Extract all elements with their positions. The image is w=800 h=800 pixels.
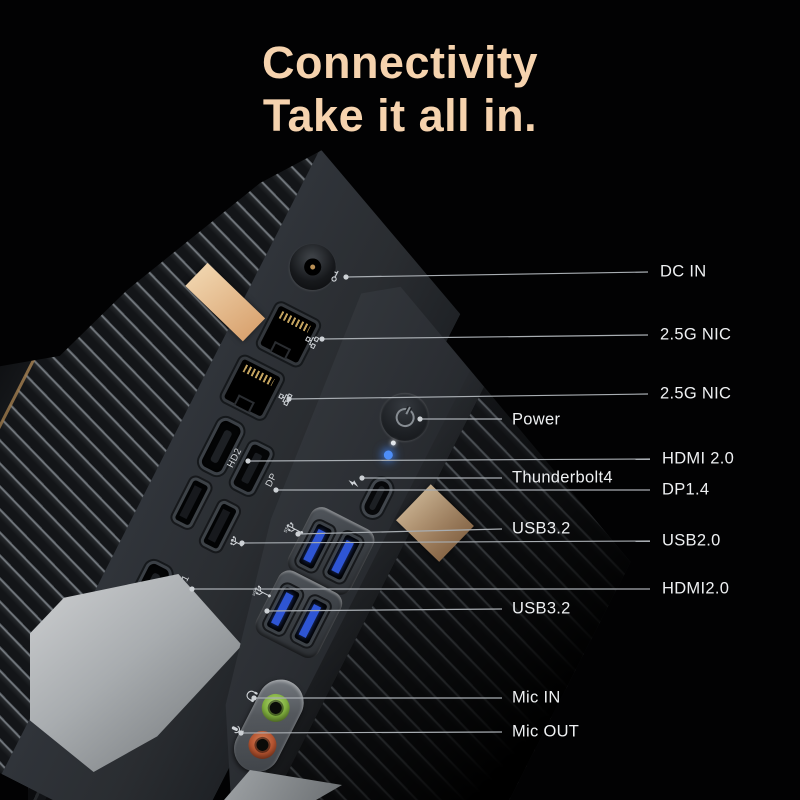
title-line-1: Connectivity — [261, 37, 539, 88]
annotation-label-nic-1: 2.5G NIC — [660, 325, 732, 344]
title-line-2: Take it all in. — [262, 90, 538, 142]
annotation-label-hdmi2-0: HDMI2.0 — [662, 579, 730, 598]
power-icon — [392, 404, 418, 430]
network-icon — [303, 332, 320, 349]
mini-pc-left-device: HD2 DP HD1 — [0, 37, 502, 800]
annotation-label-dp-1-4: DP1.4 — [662, 480, 710, 499]
annotation-label-power: Power — [512, 410, 561, 429]
page-title: Connectivity Take it all in. — [0, 36, 800, 142]
network-icon — [276, 389, 293, 406]
dc-power-icon — [328, 268, 344, 285]
annotation-label-hdmi-2-0: HDMI 2.0 — [662, 449, 735, 468]
thunderbolt-icon — [346, 476, 362, 490]
annotation-label-dc-in: DC IN — [660, 262, 707, 281]
annotation-label-usb-2-0: USB2.0 — [662, 531, 721, 550]
annotation-label-nic-2: 2.5G NIC — [660, 384, 732, 403]
svg-text:ss: ss — [250, 589, 258, 597]
svg-text:ss: ss — [283, 526, 291, 534]
